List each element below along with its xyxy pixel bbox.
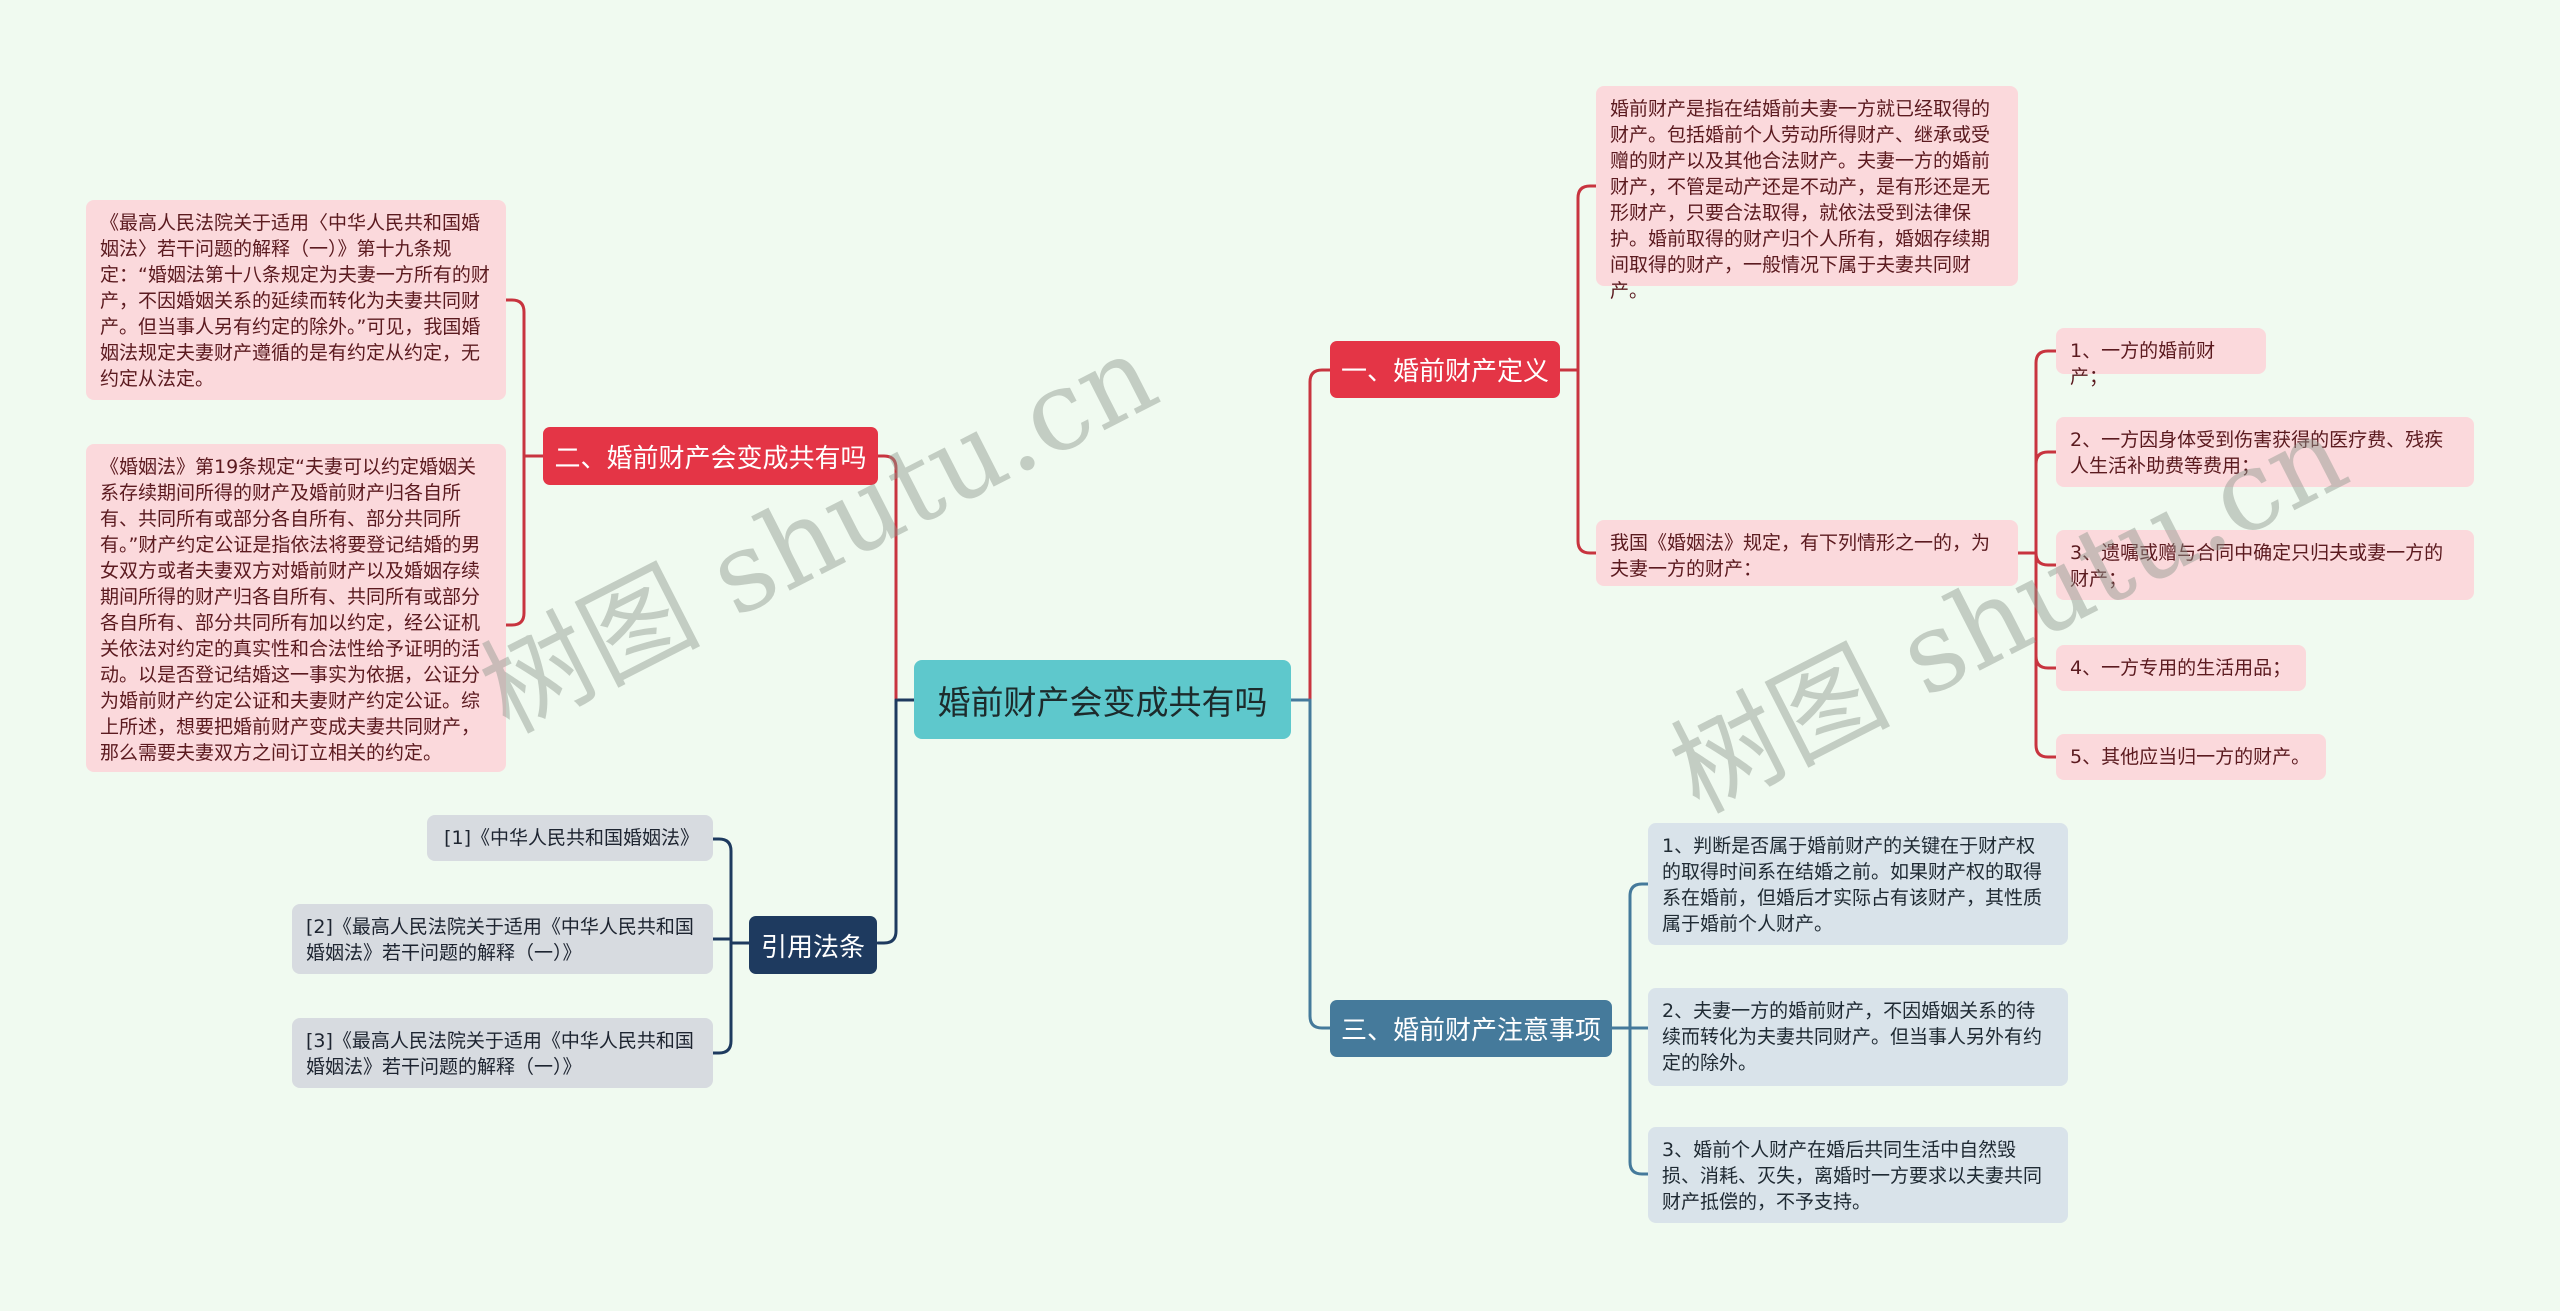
citation-3[interactable]: [3]《最高人民法院关于适用《中华人民共和国婚姻法》若干问题的解释（一）》 bbox=[292, 1018, 713, 1088]
notes-item-2[interactable]: 2、夫妻一方的婚前财产，不因婚姻关系的待续而转化为夫妻共同财产。但当事人另外有约… bbox=[1648, 988, 2068, 1086]
conversion-note-1[interactable]: 《最高人民法院关于适用〈中华人民共和国婚姻法〉若干问题的解释（一）》第十九条规定… bbox=[86, 200, 506, 400]
conversion-note-2[interactable]: 《婚姻法》第19条规定“夫妻可以约定婚姻关系存续期间所得的财产及婚前财产归各自所… bbox=[86, 444, 506, 772]
notes-item-1[interactable]: 1、判断是否属于婚前财产的关键在于财产权的取得时间系在结婚之前。如果财产权的取得… bbox=[1648, 823, 2068, 945]
citation-2[interactable]: [2]《最高人民法院关于适用《中华人民共和国婚姻法》若干问题的解释（一）》 bbox=[292, 904, 713, 974]
branch-citations[interactable]: 引用法条 bbox=[749, 916, 877, 974]
root-topic[interactable]: 婚前财产会变成共有吗 bbox=[914, 660, 1291, 739]
branch-definition[interactable]: 一、婚前财产定义 bbox=[1330, 341, 1560, 398]
branch-notes[interactable]: 三、婚前财产注意事项 bbox=[1330, 1000, 1612, 1057]
definition-item-2[interactable]: 2、一方因身体受到伤害获得的医疗费、残疾人生活补助费等费用； bbox=[2056, 417, 2474, 487]
citation-1[interactable]: [1]《中华人民共和国婚姻法》 bbox=[427, 815, 713, 861]
definition-item-5[interactable]: 5、其他应当归一方的财产。 bbox=[2056, 734, 2326, 780]
definition-intro-note[interactable]: 婚前财产是指在结婚前夫妻一方就已经取得的财产。包括婚前个人劳动所得财产、继承或受… bbox=[1596, 86, 2018, 302]
definition-law-note[interactable]: 我国《婚姻法》规定，有下列情形之一的，为夫妻一方的财产： bbox=[1596, 520, 2018, 586]
branch-conversion[interactable]: 二、婚前财产会变成共有吗 bbox=[543, 427, 878, 485]
notes-item-3[interactable]: 3、婚前个人财产在婚后共同生活中自然毁损、消耗、灭失，离婚时一方要求以夫妻共同财… bbox=[1648, 1127, 2068, 1223]
definition-item-1[interactable]: 1、一方的婚前财产； bbox=[2056, 328, 2266, 388]
definition-item-4[interactable]: 4、一方专用的生活用品； bbox=[2056, 645, 2306, 691]
definition-item-3[interactable]: 3、遗嘱或赠与合同中确定只归夫或妻一方的财产； bbox=[2056, 530, 2474, 600]
